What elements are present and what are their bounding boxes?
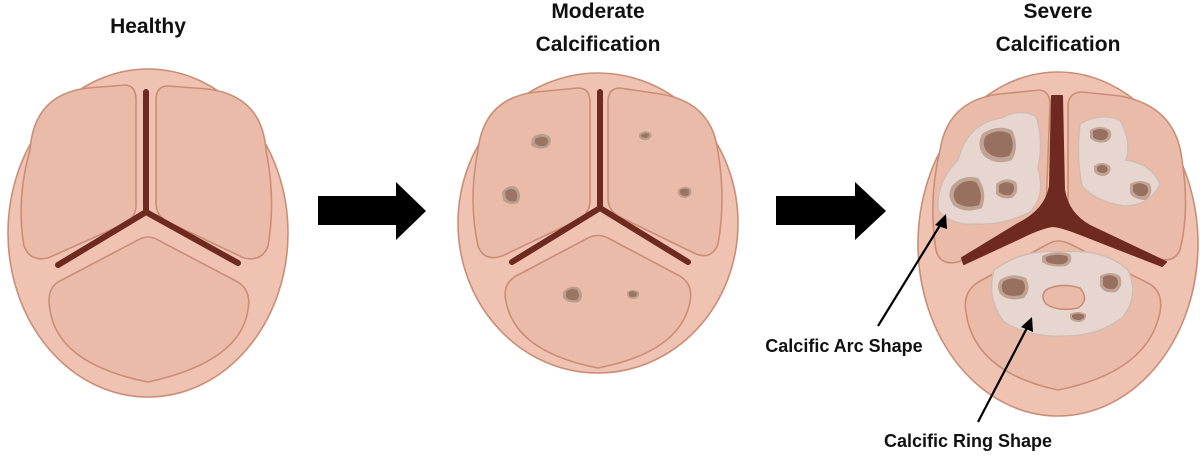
leaflet-bottom	[504, 234, 692, 369]
arc-pointer-line	[877, 221, 943, 327]
right-block-arrow-icon	[318, 182, 426, 240]
right-block-arrow-icon	[776, 182, 886, 240]
commissure-lines	[55, 89, 241, 268]
ring-pointer-line	[977, 325, 1029, 423]
title-severe-line2: Calcification	[996, 33, 1121, 56]
ring-pointer-head	[1021, 317, 1033, 332]
healthy-valve	[7, 68, 289, 398]
label-calcific-arc-shape: Calcific Arc Shape	[765, 336, 922, 356]
leaflet-bottom	[48, 236, 250, 383]
calcification-nodules	[502, 131, 692, 303]
arc-pointer-head	[935, 214, 947, 229]
title-moderate-line2: Calcification	[536, 33, 661, 56]
label-calcific-ring-shape: Calcific Ring Shape	[884, 431, 1052, 451]
ring-center	[1042, 284, 1086, 311]
moderate-valve	[457, 72, 739, 374]
severe-valve	[917, 71, 1199, 417]
commissure-fused	[961, 95, 1167, 267]
leaflet-left	[20, 84, 137, 260]
commissure-lines	[509, 89, 691, 265]
title-healthy: Healthy	[110, 15, 186, 38]
title-moderate-line1: Moderate	[551, 0, 644, 23]
title-severe-line1: Severe	[1024, 0, 1093, 23]
severe-calcification-nodules	[949, 127, 1152, 322]
leaflet-left	[472, 87, 591, 259]
